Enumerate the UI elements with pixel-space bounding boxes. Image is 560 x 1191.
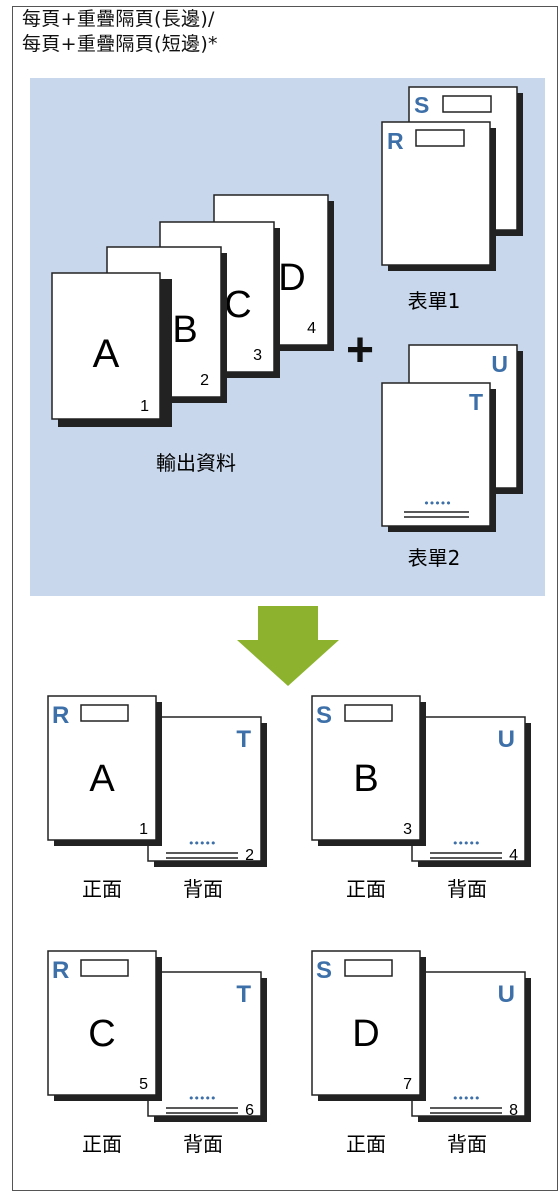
front-label: 正面 [82, 1132, 122, 1156]
form-1-front-box [415, 129, 465, 147]
back-page [411, 971, 526, 1117]
form-2-label: 表單2 [408, 546, 461, 570]
result-group: U ••••• 4 S B 3 正面 背面 [311, 695, 531, 901]
front-form-letter: S [316, 702, 332, 729]
front-label: 正面 [82, 877, 122, 901]
front-label: 正面 [346, 877, 386, 901]
front-label: 正面 [346, 1132, 386, 1156]
page-number-2: 2 [200, 372, 209, 389]
back-form-letter: T [236, 981, 251, 1008]
page-letter-a: A [93, 332, 120, 376]
back-form-dots: ••••• [188, 1092, 215, 1105]
page-number-1: 1 [140, 398, 149, 415]
back-page [147, 971, 262, 1117]
form-2-dots: ••••• [423, 497, 450, 510]
down-arrow [237, 606, 339, 686]
front-page-letter: B [353, 758, 378, 800]
front-page-letter: A [89, 758, 115, 800]
back-label: 背面 [183, 877, 223, 901]
back-page-number: 6 [245, 1102, 254, 1119]
front-page-letter: D [352, 1013, 379, 1055]
form-2-back-letter: U [491, 351, 508, 377]
front-page-letter: C [88, 1013, 115, 1055]
page-number-4: 4 [307, 320, 316, 337]
back-form-letter: T [236, 726, 251, 753]
page-letter-c: C [224, 284, 251, 326]
front-form-letter: R [52, 702, 69, 729]
back-form-dots: ••••• [188, 837, 215, 850]
results-layer: T•••••2RA1正面背面U•••••4SB3正面背面T•••••6RC5正面… [47, 695, 531, 1156]
form-1-label: 表單1 [408, 289, 461, 313]
back-page-number: 2 [245, 847, 254, 864]
back-label: 背面 [447, 877, 487, 901]
title-line-2: 每頁+重疊隔頁(短邊)* [22, 33, 218, 55]
back-form-dots: ••••• [452, 837, 479, 850]
plus-sign: + [346, 324, 374, 377]
front-form-box [80, 704, 129, 722]
front-form-letter: S [316, 957, 332, 984]
form-1-stack: S R 表單1 [381, 86, 523, 313]
back-form-letter: U [498, 726, 515, 753]
page-card-a: A 1 [51, 272, 172, 427]
front-form-box [344, 959, 393, 977]
form-2-front-letter: T [469, 389, 483, 415]
output-data-label: 輸出資料 [156, 451, 236, 475]
form-1-front-letter: R [387, 128, 404, 154]
form-1-back-box [442, 95, 492, 113]
page-letter-d: D [278, 257, 305, 299]
front-form-box [80, 959, 129, 977]
back-label: 背面 [183, 1132, 223, 1156]
result-group: T ••••• 6 R C 5 正面 背面 [47, 950, 267, 1156]
front-page-number: 5 [139, 1076, 148, 1093]
front-page-number: 1 [139, 821, 148, 838]
front-form-letter: R [52, 957, 69, 984]
output-data-stack: D 4 C 3 B 2 A 1 輸出資料 [51, 194, 334, 475]
back-form-dots: ••••• [452, 1092, 479, 1105]
back-page [411, 716, 526, 862]
result-group: U ••••• 8 S D 7 正面 背面 [311, 950, 531, 1156]
form-1-back-letter: S [414, 92, 429, 118]
page-number-3: 3 [253, 347, 262, 364]
back-page [147, 716, 262, 862]
back-page-number: 4 [509, 847, 518, 864]
result-group: T ••••• 2 R A 1 正面 背面 [47, 695, 267, 901]
back-form-letter: U [498, 981, 515, 1008]
back-page-number: 8 [509, 1102, 518, 1119]
back-label: 背面 [447, 1132, 487, 1156]
front-form-box [344, 704, 393, 722]
front-page-number: 7 [403, 1076, 412, 1093]
title-line-1: 每頁+重疊隔頁(長邊)/ [22, 8, 215, 30]
front-page-number: 3 [403, 821, 412, 838]
page-letter-b: B [172, 309, 197, 351]
form-2-stack: U T ••••• 表單2 [381, 344, 523, 570]
